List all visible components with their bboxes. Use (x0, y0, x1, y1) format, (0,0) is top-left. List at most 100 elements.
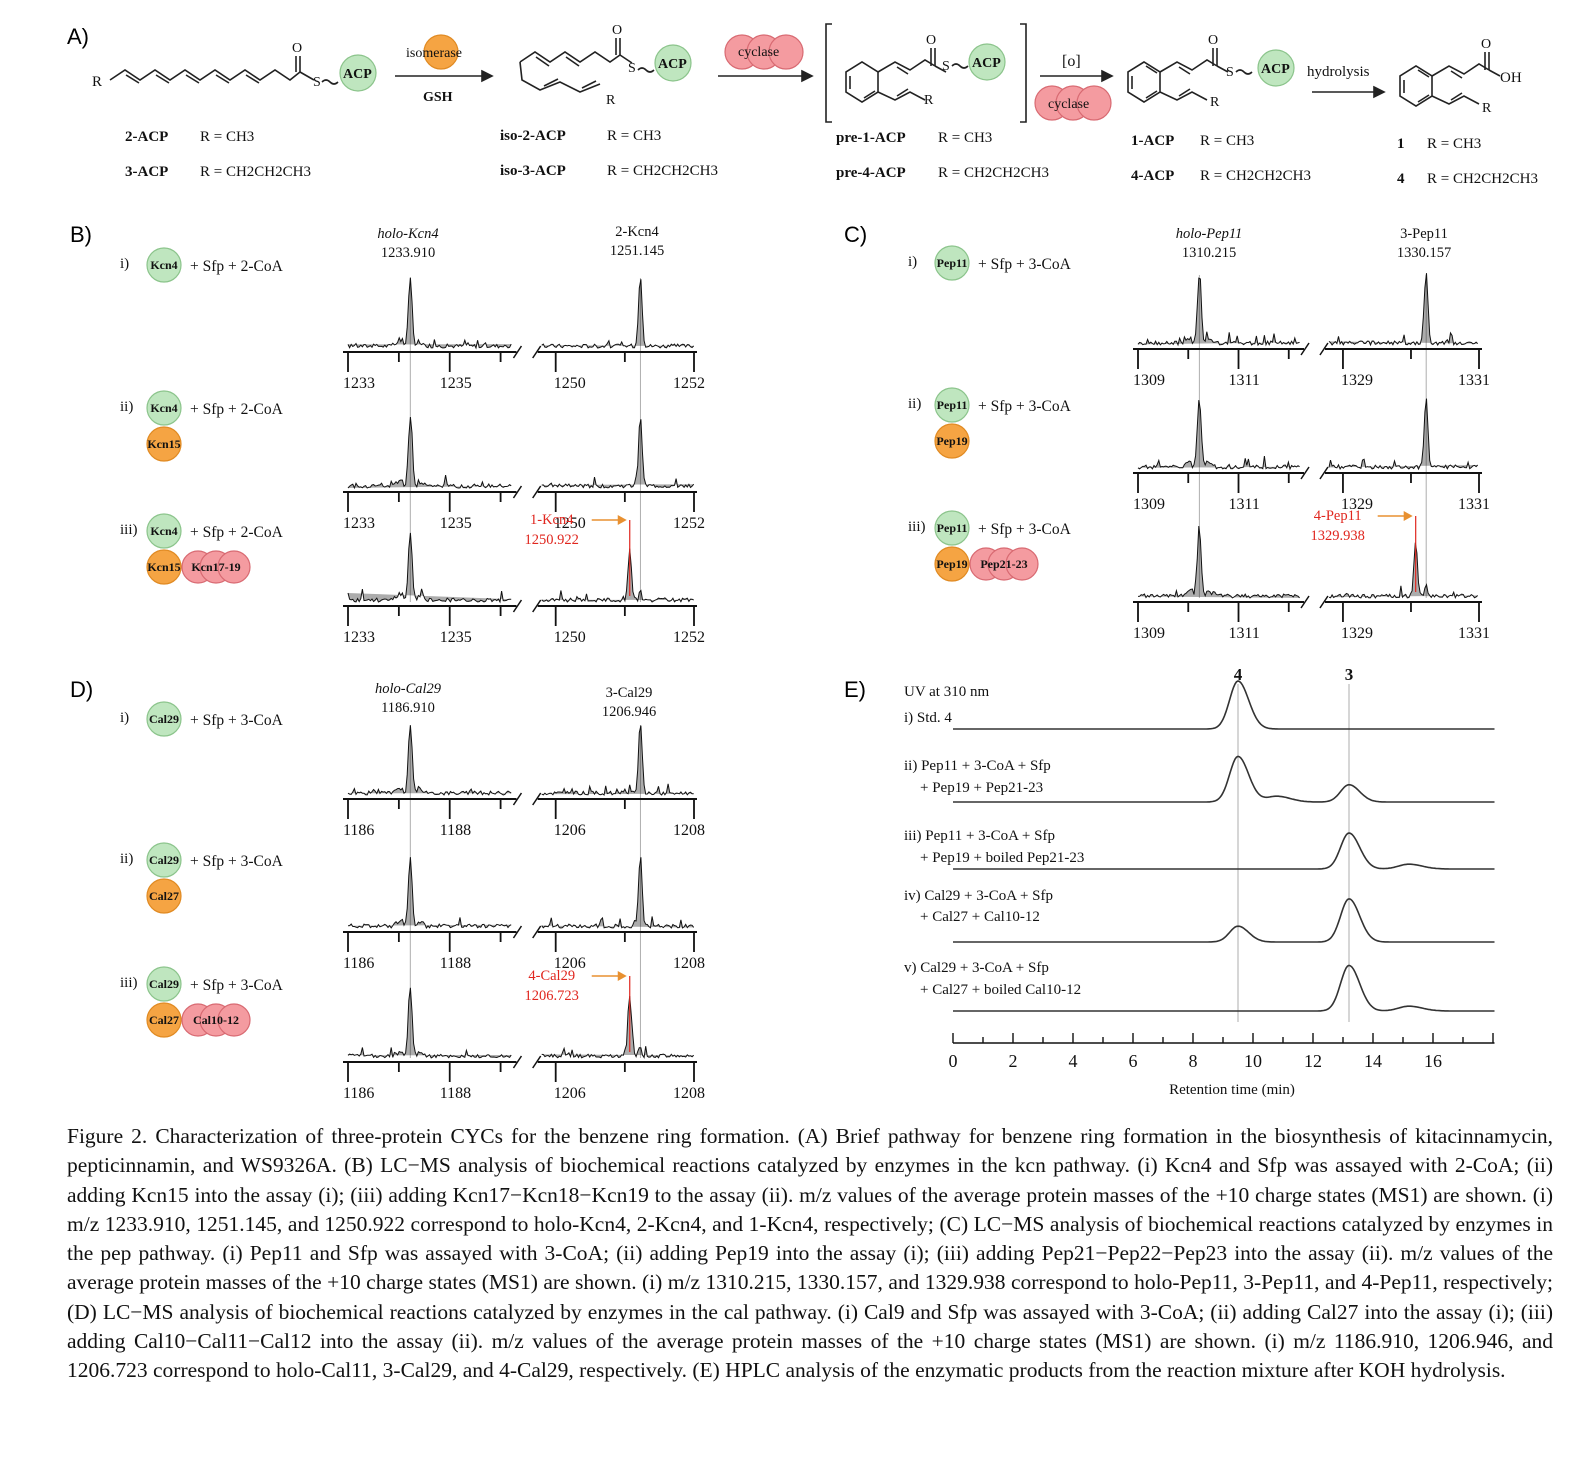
peak-name-label: 3-Cal29 (606, 685, 653, 701)
compound-name-label: 2-ACP (125, 129, 168, 145)
ms-axis-tick-label: 1252 (673, 629, 705, 646)
condition-roman-label: iii) (120, 975, 138, 991)
ms-axis-tick-label: 1233 (343, 515, 375, 532)
peak-name-label: holo-Kcn4 (377, 226, 438, 242)
cyclase-label: cyclase (738, 45, 779, 60)
axis-break-mark (532, 599, 542, 613)
axis-break-mark (1300, 595, 1310, 609)
compound-r-group-label: R = CH2CH2CH3 (1427, 171, 1538, 187)
hplc-trace-label: iii) Pep11 + 3-CoA + Sfp (904, 828, 1055, 844)
condition-roman-label: iii) (120, 522, 138, 538)
reagents-label: + Sfp + 3-CoA (190, 977, 284, 994)
peak-mz-label: 1310.215 (1182, 245, 1236, 261)
hplc-x-tick-label: 0 (949, 1051, 958, 1071)
acp-label: ACP (343, 67, 372, 82)
hplc-trace-line (953, 964, 1495, 1012)
s-label: S (628, 61, 636, 76)
compound-r-group-label: R = CH2CH2CH3 (1200, 168, 1311, 184)
hplc-trace-label: + Cal27 + boiled Cal10-12 (920, 982, 1081, 998)
axis-break-mark (512, 925, 523, 939)
ms-axis-tick-label: 1235 (440, 515, 472, 532)
condition-roman-label: ii) (120, 399, 133, 415)
ms-axis-tick-label: 1331 (1458, 372, 1490, 389)
cyclase-label: cyclase (1048, 97, 1089, 112)
hplc-x-tick-label: 6 (1129, 1051, 1138, 1071)
ms-axis-tick-label: 1188 (440, 822, 471, 839)
hplc-x-tick-label: 14 (1364, 1051, 1382, 1071)
hplc-x-tick-label: 8 (1189, 1051, 1198, 1071)
ms-axis-tick-label: 1329 (1341, 625, 1373, 642)
enzyme-icon (934, 546, 970, 582)
gsh-label: GSH (423, 90, 453, 105)
compound-pre-acp-structure (845, 48, 947, 103)
acp-label: ACP (972, 56, 1001, 71)
enzyme-icon (146, 549, 182, 585)
caption-text: Characterization of three-protein CYCs f… (67, 1124, 1554, 1383)
reagents-label: + Sfp + 3-CoA (978, 256, 1072, 273)
ms-axis-tick-label: 1206 (554, 955, 586, 972)
axis-break-mark (512, 485, 523, 499)
ms-axis-tick-label: 1186 (343, 955, 374, 972)
hplc-peak-marker: 3 (1345, 665, 1354, 684)
product-arrow-head (1403, 511, 1413, 521)
ms-axis-tick-label: 1250 (554, 629, 586, 646)
compound-2-acp-structure (109, 56, 315, 84)
enzyme-name-label: Pep21-23 (980, 557, 1027, 571)
product-peak-mz-label: 1329.938 (1311, 528, 1365, 544)
enzyme-icon (146, 966, 182, 1002)
compound-r-group-label: R = CH3 (938, 130, 992, 146)
ms-axis-tick-label: 1208 (673, 822, 705, 839)
enzyme-name-label: Cal27 (149, 1013, 179, 1027)
ms-spectrum-trace (347, 987, 695, 1059)
axis-break-mark (512, 1055, 523, 1069)
hplc-trace-label: + Pep19 + Pep21-23 (920, 780, 1043, 796)
enzyme-icon (934, 387, 970, 423)
panel-label-d: D) (70, 677, 93, 702)
peak-name-label: holo-Pep11 (1176, 226, 1243, 242)
enzyme-name-label: Pep11 (937, 521, 968, 535)
axis-break-mark (532, 345, 542, 359)
enzyme-icon (217, 550, 251, 584)
caption-label: Figure 2. (67, 1124, 148, 1148)
ms-spectrum-trace (1137, 525, 1479, 600)
product-arrow-head (617, 971, 627, 981)
ms-axis-tick-label: 1309 (1133, 372, 1165, 389)
hplc-trace-label: iv) Cal29 + 3-CoA + Sfp (904, 888, 1053, 904)
enzyme-name-label: Kcn15 (147, 560, 180, 574)
axis-break-mark (532, 1055, 542, 1069)
hplc-x-tick-label: 12 (1304, 1051, 1322, 1071)
compound-name-label: iso-3-ACP (500, 163, 566, 179)
enzyme-name-label: Kcn4 (150, 401, 177, 415)
compound-name-label: 4-ACP (1131, 168, 1174, 184)
ms-axis-tick-label: 1233 (343, 375, 375, 392)
enzyme-name-label: Pep11 (937, 256, 968, 270)
hplc-x-tick-label: 10 (1244, 1051, 1262, 1071)
ms-axis-tick-label: 1309 (1133, 496, 1165, 513)
r-label: R (92, 74, 102, 90)
hplc-trace-line (953, 832, 1495, 870)
peak-name-label: 3-Pep11 (1400, 226, 1448, 242)
isomerase-label: isomerase (406, 46, 462, 61)
reagents-label: + Sfp + 2-CoA (190, 258, 284, 275)
enzyme-name-label: Pep19 (936, 557, 967, 571)
compound-name-label: 1 (1397, 136, 1405, 152)
o-label: O (612, 23, 622, 38)
ms-axis-tick-label: 1188 (440, 955, 471, 972)
product-peak-mz-label: 1206.723 (525, 988, 579, 1004)
panel-label-c: C) (844, 222, 867, 247)
ms-spectrum-trace (347, 277, 695, 350)
acp-label: ACP (658, 57, 687, 72)
hplc-trace-line (953, 755, 1495, 803)
ms-axis-tick-label: 1331 (1458, 625, 1490, 642)
hydrolysis-label: hydrolysis (1307, 64, 1370, 80)
peak-mz-label: 1186.910 (381, 700, 435, 716)
axis-break-mark (1319, 342, 1329, 356)
panel-label-e: E) (844, 677, 866, 702)
product-peak-name-label: 1-Kcn4 (530, 512, 574, 528)
enzyme-name-label: Kcn15 (147, 437, 180, 451)
axis-break-mark (1300, 466, 1310, 480)
ms-axis-tick-label: 1235 (440, 629, 472, 646)
hplc-x-axis-label: Retention time (min) (1169, 1082, 1295, 1098)
